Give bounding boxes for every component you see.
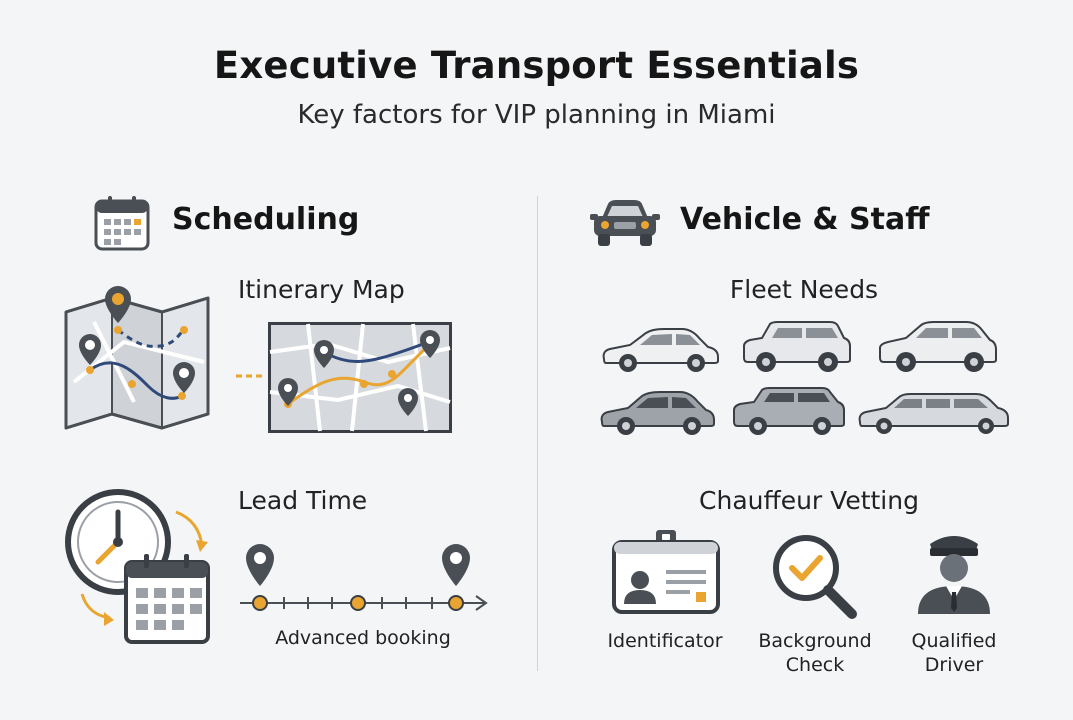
lead-time-caption: Advanced booking xyxy=(275,627,451,649)
scheduling-title: Scheduling xyxy=(172,202,360,237)
vetting-item-label: Background Check xyxy=(740,629,890,677)
vetting-line1: Qualified xyxy=(911,630,997,652)
id-badge-icon xyxy=(612,530,720,614)
section-divider xyxy=(537,196,538,671)
crossover-icon xyxy=(879,321,997,372)
car-front-icon xyxy=(590,200,660,246)
luxury-suv-icon xyxy=(733,387,845,435)
vetting-item-label: Qualified Driver xyxy=(880,629,1028,677)
connector-dashes xyxy=(236,374,266,378)
vetting-line2: Check xyxy=(785,654,845,676)
vetting-line1: Background xyxy=(758,630,872,652)
vetting-line2: Driver xyxy=(924,654,984,676)
limousine-icon xyxy=(858,393,1009,434)
timeline-icon xyxy=(240,544,488,611)
clock-calendar-icon xyxy=(65,489,210,644)
suv-icon xyxy=(743,321,851,372)
luxury-sedan-icon xyxy=(600,391,715,435)
vehicle-staff-title: Vehicle & Staff xyxy=(680,202,930,237)
page-title: Executive Transport Essentials xyxy=(213,44,860,87)
magnifier-check-icon xyxy=(773,535,857,619)
folded-map-icon xyxy=(64,286,210,430)
vetting-item-label: Identificator xyxy=(607,630,723,652)
lead-time-label: Lead Time xyxy=(238,486,368,515)
itinerary-map-label: Itinerary Map xyxy=(238,275,405,304)
route-map-icon xyxy=(268,322,452,433)
chauffeur-vetting-label: Chauffeur Vetting xyxy=(699,486,919,515)
sedan-icon xyxy=(602,328,719,372)
chauffeur-icon xyxy=(918,536,990,614)
calendar-icon xyxy=(94,196,150,251)
fleet-needs-label: Fleet Needs xyxy=(729,275,879,304)
page-subtitle: Key factors for VIP planning in Miami xyxy=(297,100,776,130)
